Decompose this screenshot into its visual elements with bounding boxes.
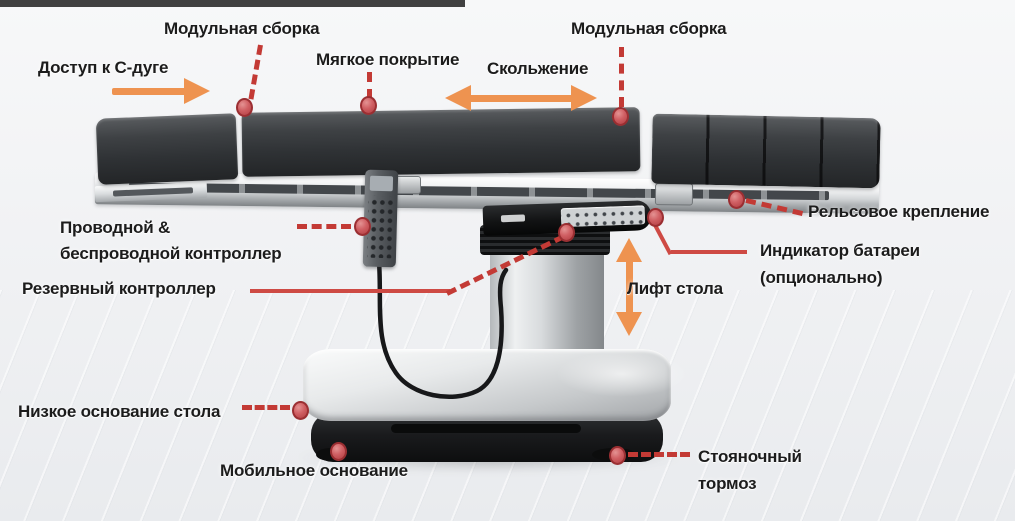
callout-line-parking-brake [628, 452, 690, 457]
callout-line-low-base [242, 405, 290, 410]
callout-dot-modular-left [236, 98, 253, 117]
callout-dot-backup-controller [558, 223, 575, 242]
callout-dot-modular-right [612, 107, 629, 126]
mattress-leg-section [651, 113, 881, 189]
label-c-arm-access: Доступ к С-дуге [38, 58, 169, 77]
callout-dot-rail-mount [728, 190, 745, 209]
label-table-lift: Лифт стола [627, 279, 723, 298]
label-modular-assembly-right: Модульная сборка [571, 19, 727, 38]
label-modular-assembly-left: Модульная сборка [164, 19, 320, 38]
head-rail-slot [112, 187, 194, 197]
base-highlight [556, 351, 688, 397]
label-wired-wireless-controller: Проводной & беспроводной контроллер [60, 218, 282, 263]
callout-line-modular-right [619, 47, 624, 107]
label-battery-indicator: Индикатор батареи (опционально) [760, 241, 920, 287]
label-parking-brake: Стояночный тормоз [698, 447, 802, 493]
label-mobile-base: Мобильное основание [220, 461, 408, 480]
base-pedal-recess [391, 424, 581, 433]
rail-clamp [654, 183, 694, 206]
brand-logo [500, 214, 526, 223]
label-rail-mount: Рельсовое крепление [808, 202, 990, 221]
mattress-head-section [95, 113, 239, 185]
c-arm-access-arrow-icon [112, 78, 210, 104]
callout-line-battery [671, 250, 747, 254]
callout-dot-parking-brake [609, 446, 626, 465]
label-backup-controller: Резервный контроллер [22, 279, 216, 298]
callout-line-soft-cover [367, 72, 372, 99]
mattress-main-section [241, 107, 641, 177]
top-dark-strip [0, 0, 465, 7]
callout-dot-soft-cover [360, 96, 377, 115]
sliding-double-arrow-icon [445, 85, 597, 111]
callout-dot-wired-controller [354, 217, 371, 236]
callout-line-battery-elbow [653, 224, 673, 256]
callout-line-backup-controller [250, 289, 450, 293]
battery-led-strip [560, 205, 646, 228]
callout-line-modular-left [248, 44, 263, 100]
label-low-table-base: Низкое основание стола [18, 402, 221, 421]
remote-screen [369, 175, 394, 192]
table-lift-double-arrow-icon [616, 238, 642, 336]
callout-line-wired-controller [297, 224, 351, 229]
callout-dot-low-base [292, 401, 309, 420]
label-sliding: Скольжение [487, 59, 589, 78]
label-soft-cover: Мягкое покрытие [316, 50, 460, 69]
rail-slot [128, 182, 830, 201]
callout-dot-battery-indicator [647, 208, 664, 227]
callout-dot-mobile-base [330, 442, 347, 461]
